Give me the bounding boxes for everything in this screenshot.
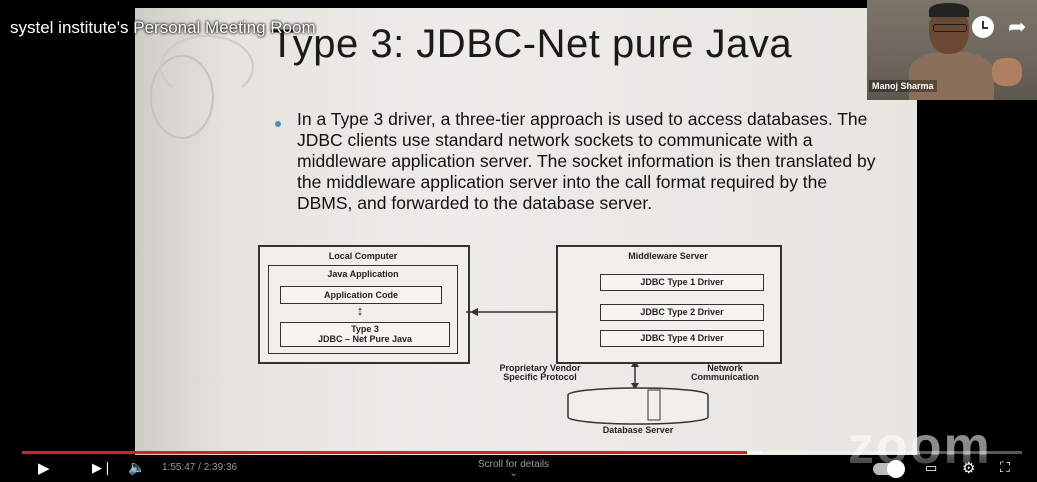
proprietary-protocol-label: Proprietary Vendor Specific Protocol: [460, 364, 620, 382]
jdbc-type1-box: JDBC Type 1 Driver: [600, 274, 764, 291]
participant-hand: [992, 58, 1022, 86]
participant-video: Manoj Sharma: [867, 0, 1037, 100]
player-controls: ▶ ▶❘ 🔈 1:55:47 / 2:39:36 Scroll for deta…: [0, 455, 1037, 482]
jdbc-type4-box: JDBC Type 4 Driver: [600, 330, 764, 347]
time-separator: /: [195, 462, 204, 473]
scroll-for-details[interactable]: Scroll for details ⌄: [478, 459, 549, 479]
jdbc-type2-box: JDBC Type 2 Driver: [600, 304, 764, 321]
jdbc-type4-label: JDBC Type 4 Driver: [640, 333, 724, 343]
autoplay-toggle[interactable]: [873, 460, 905, 478]
proprietary-line1: Proprietary Vendor: [499, 363, 581, 373]
participant-glasses: [933, 24, 967, 32]
share-icon[interactable]: ➦: [1008, 14, 1027, 39]
type3-driver-box: Type 3 JDBC – Net Pure Java: [280, 322, 450, 347]
watch-later-icon[interactable]: [972, 16, 994, 38]
updown-arrow-icon: ↕: [356, 303, 364, 318]
java-application-label: Java Application: [327, 269, 399, 279]
database-server-label: Database Server: [602, 425, 674, 435]
architecture-diagram: Local Computer Java Application Applicat…: [250, 240, 810, 440]
connector-lines: [466, 278, 709, 425]
meeting-title: systel institute's Personal Meeting Room: [10, 18, 316, 37]
slide-body-text: In a Type 3 driver, a three-tier approac…: [297, 109, 876, 213]
jdbc-type1-label: JDBC Type 1 Driver: [640, 277, 724, 287]
play-icon[interactable]: ▶: [38, 460, 50, 477]
participant-body: [909, 52, 994, 100]
application-code-box: Application Code: [280, 286, 442, 304]
participant-name: Manoj Sharma: [869, 80, 937, 92]
volume-icon[interactable]: 🔈: [128, 459, 146, 475]
slide-title: Type 3: JDBC-Net pure Java: [270, 22, 793, 66]
progress-bar[interactable]: [22, 451, 1022, 454]
time-current: 1:55:47: [162, 462, 196, 473]
time-display: 1:55:47 / 2:39:36: [162, 462, 237, 473]
participant-hair: [929, 3, 969, 17]
progress-played: [22, 451, 747, 454]
time-total: 2:39:36: [203, 462, 238, 473]
network-line2: Communication: [690, 372, 759, 382]
gear-icon[interactable]: ⚙: [962, 460, 976, 477]
type3-label-line1: Type 3: [351, 324, 379, 334]
slide-decoration-arc: [160, 35, 254, 99]
scroll-hint-label: Scroll for details: [478, 459, 550, 470]
jdbc-type2-label: JDBC Type 2 Driver: [640, 307, 724, 317]
slide: [135, 8, 917, 455]
chevron-down-icon: ⌄: [509, 468, 518, 479]
autoplay-knob: [887, 460, 905, 478]
bullet-icon: [275, 121, 281, 127]
proprietary-line2: Specific Protocol: [503, 372, 577, 382]
fullscreen-icon[interactable]: ⛶: [1000, 459, 1010, 475]
top-right-actions: ➦: [972, 16, 1026, 38]
next-icon[interactable]: ▶❘: [92, 460, 113, 475]
type3-label-line2: JDBC – Net Pure Java: [317, 334, 413, 344]
application-code-label: Application Code: [324, 290, 398, 300]
middleware-server-label: Middleware Server: [628, 251, 708, 261]
network-line1: Network: [707, 363, 743, 373]
subtitles-icon[interactable]: ▭: [925, 460, 938, 475]
local-computer-label: Local Computer: [328, 251, 398, 261]
network-communication-label: Network Communication: [650, 364, 800, 382]
